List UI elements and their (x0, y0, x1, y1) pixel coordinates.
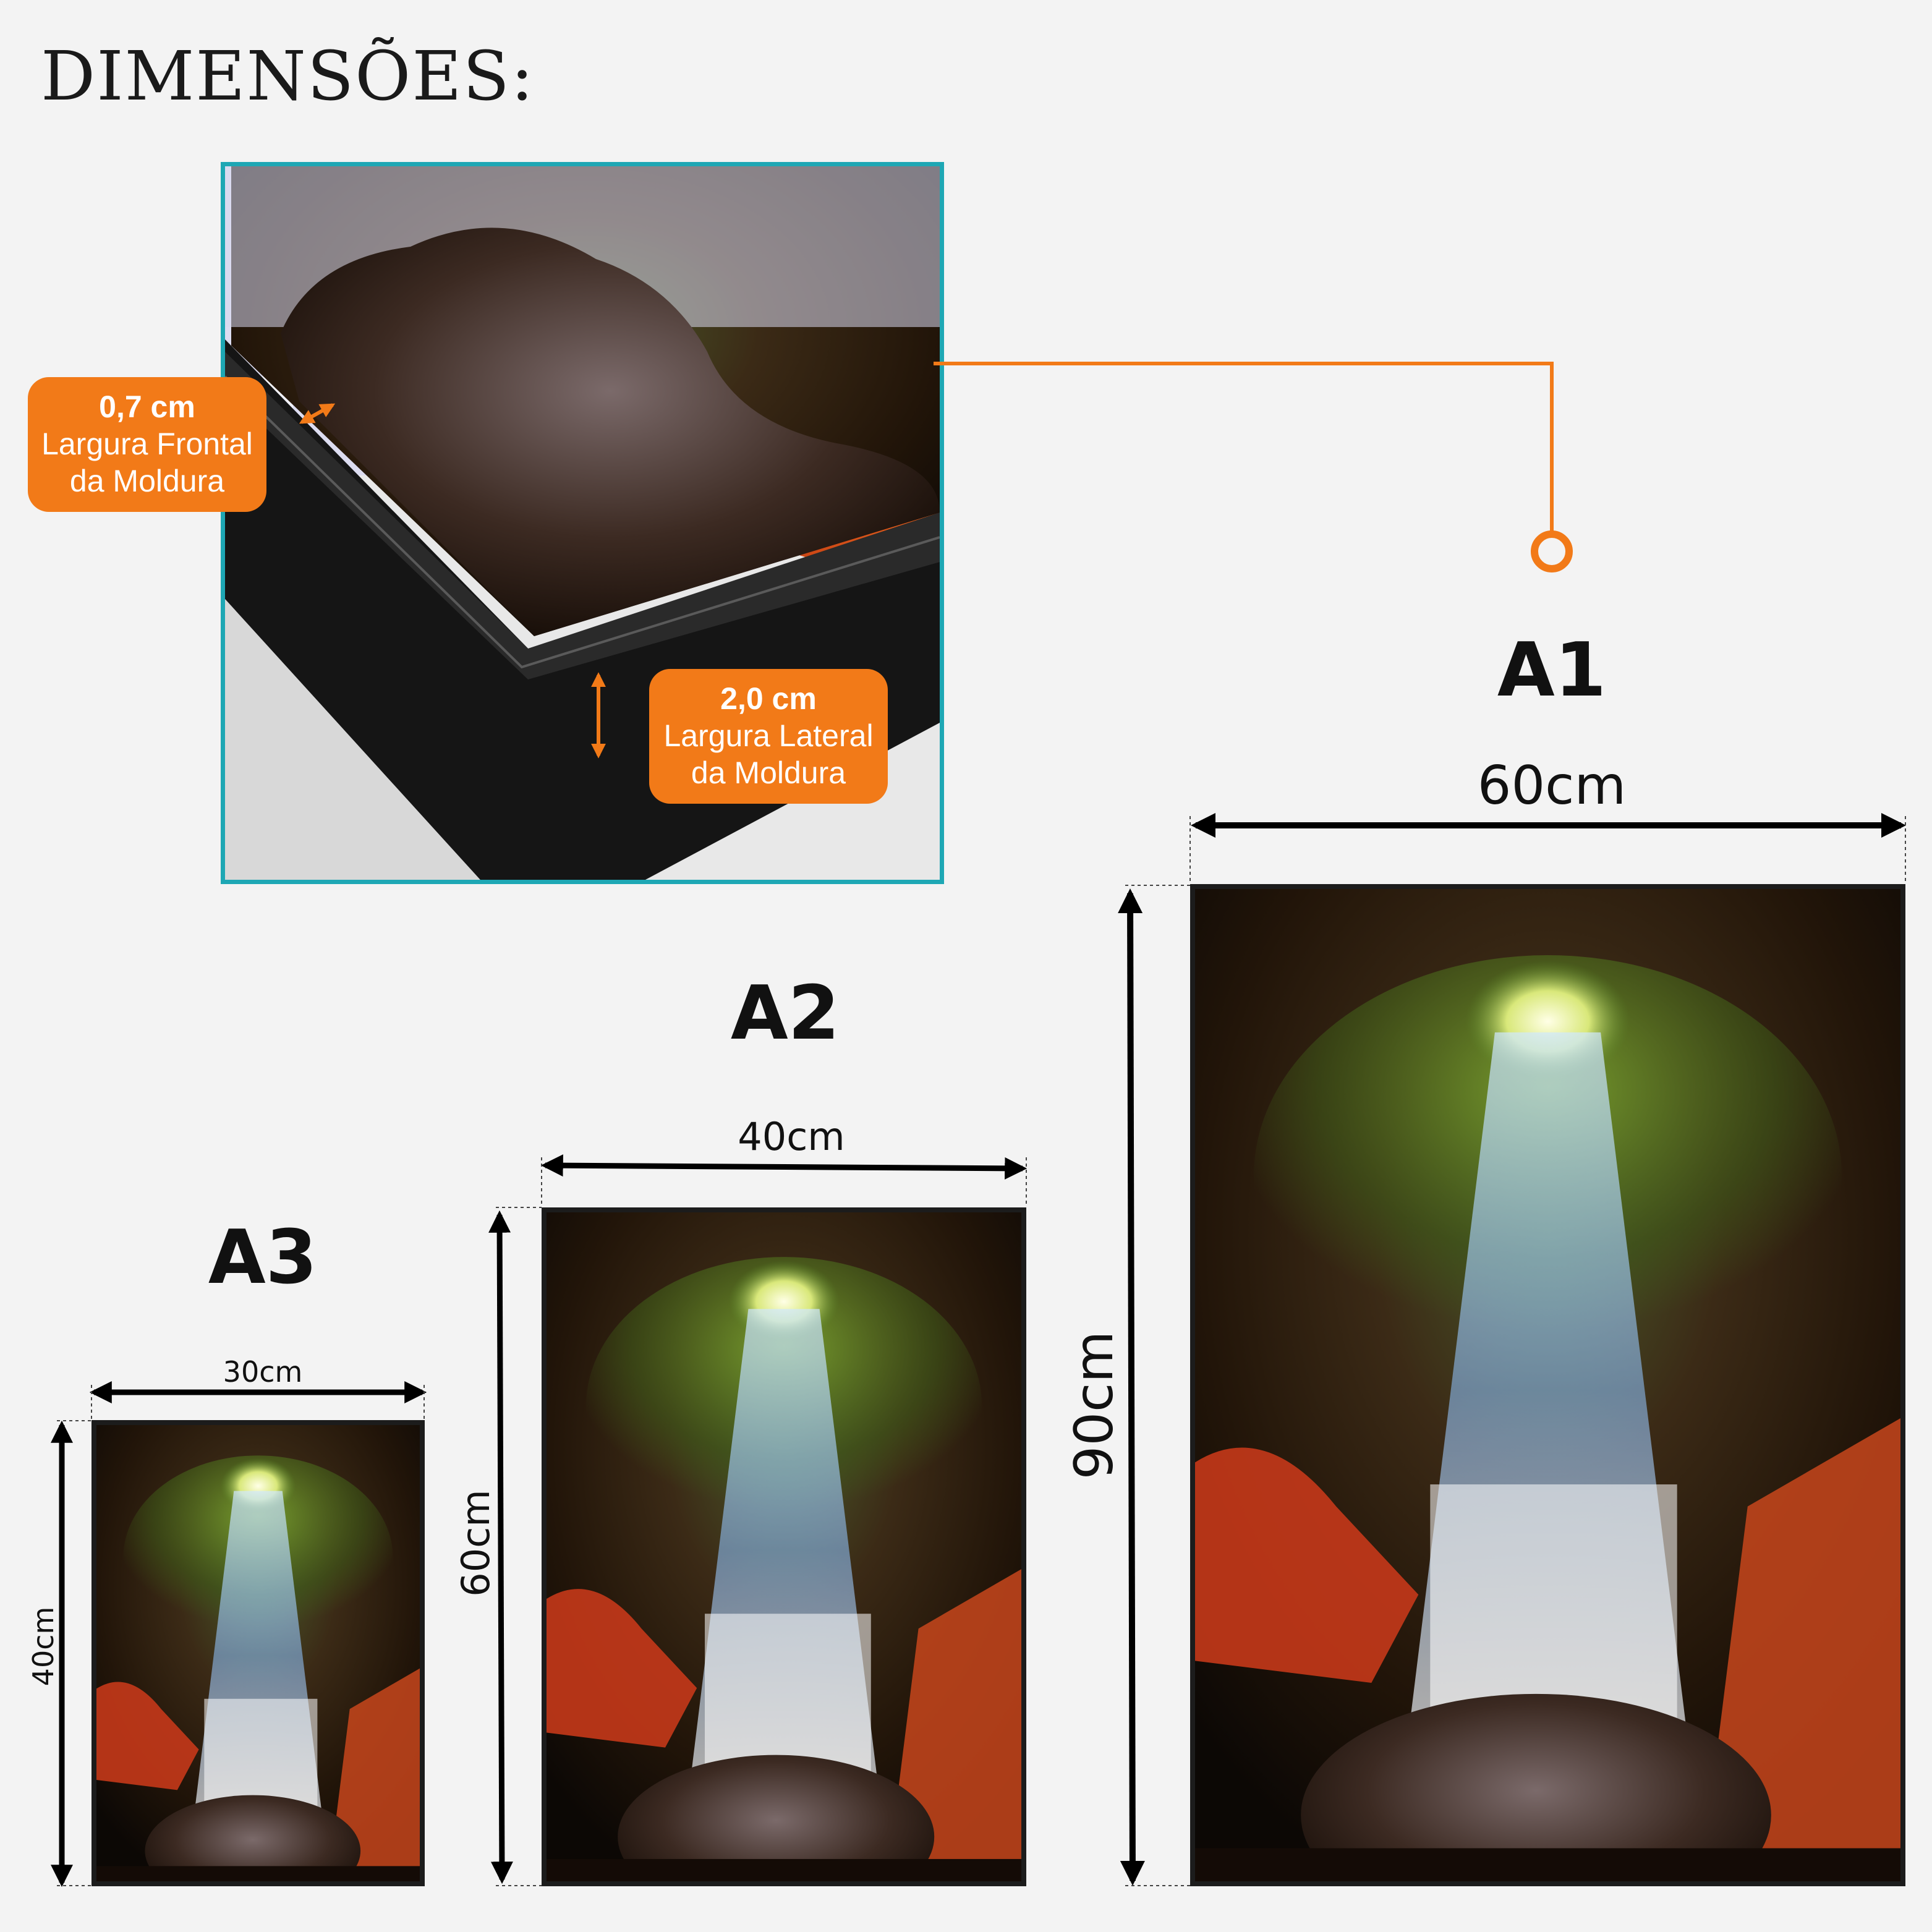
width-label-a2: 40cm (738, 1114, 845, 1159)
width-label-a1: 60cm (1477, 755, 1627, 817)
height-label-a2: 60cm (453, 1489, 498, 1597)
size-name-a3: A3 (208, 1215, 318, 1301)
size-name-a2: A2 (730, 971, 840, 1057)
a1-height-arrow-icon (1118, 888, 1145, 1886)
page-title: DIMENSÕES: (41, 36, 535, 116)
front-width-line1: Largura Frontal (41, 426, 253, 461)
height-label-a1: 90cm (1063, 1330, 1125, 1480)
side-width-value: 2,0 cm (720, 681, 817, 717)
poster-a1 (1190, 884, 1905, 1886)
cave-artwork-a3 (96, 1425, 420, 1881)
callout-ring-icon (1531, 530, 1573, 572)
cave-artwork-a2 (547, 1212, 1021, 1881)
size-name-a1: A1 (1497, 628, 1607, 713)
height-label-a3: 40cm (27, 1606, 60, 1687)
a2-width-arrow-icon (540, 1154, 1028, 1180)
poster-a3 (91, 1420, 425, 1886)
width-label-a3: 30cm (223, 1355, 303, 1389)
front-width-badge: 0,7 cm Largura Frontal da Moldura (28, 377, 266, 512)
callout-connector (934, 362, 1554, 533)
cave-artwork-a1 (1195, 889, 1900, 1881)
side-width-line2: da Moldura (691, 755, 846, 790)
front-width-value: 0,7 cm (99, 389, 195, 425)
side-width-line1: Largura Lateral (663, 718, 874, 753)
side-width-badge: 2,0 cm Largura Lateral da Moldura (649, 669, 888, 804)
poster-a2 (542, 1207, 1026, 1886)
front-width-line2: da Moldura (69, 463, 225, 498)
a2-height-arrow-icon (488, 1210, 513, 1884)
front-width-arrow-icon (299, 403, 336, 424)
